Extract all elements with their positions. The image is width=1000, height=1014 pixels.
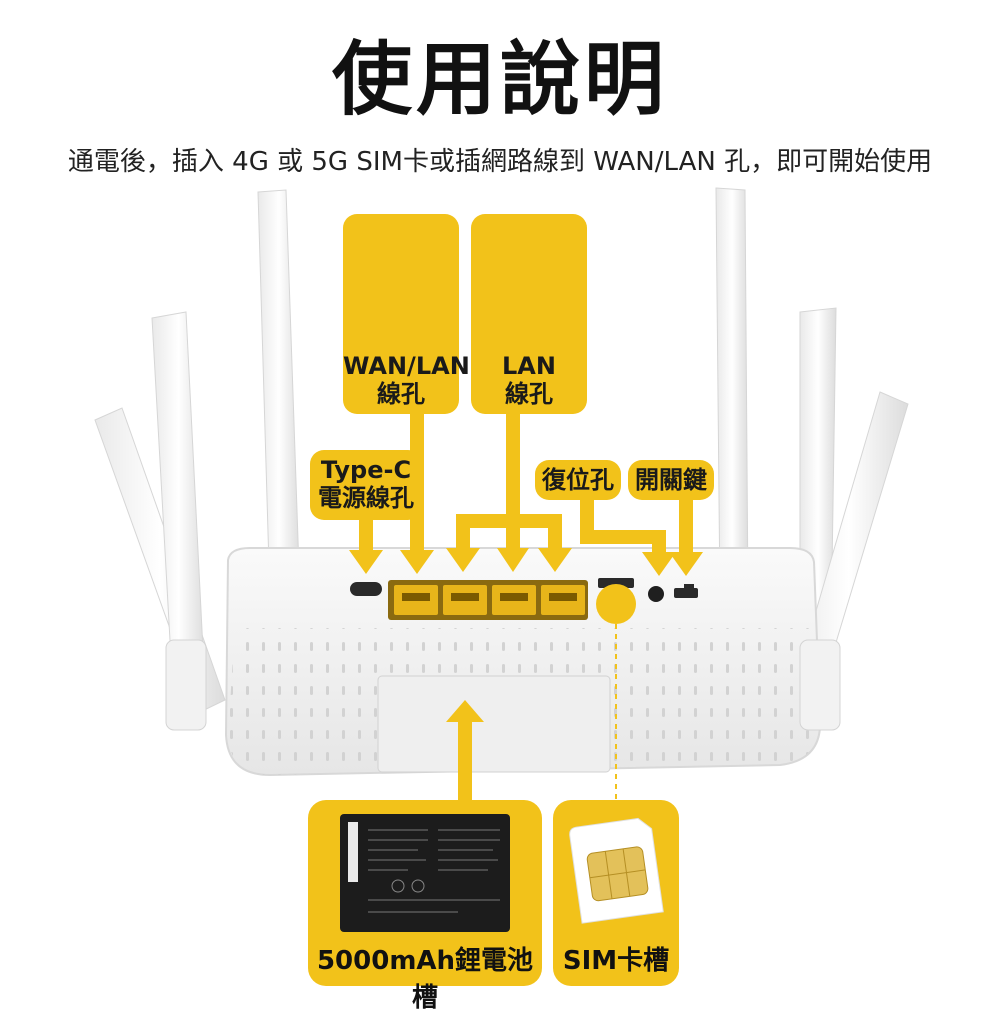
type-c-label-line1: Type-C bbox=[320, 456, 412, 484]
type-c-label-line2: 電源線孔 bbox=[318, 484, 414, 512]
sim-card-icon bbox=[569, 817, 664, 924]
lan-label-line1: LAN bbox=[502, 352, 556, 380]
sim-slot bbox=[596, 578, 636, 624]
power-label: 開關鍵 bbox=[628, 460, 714, 500]
sim-card-label: SIM卡槽 bbox=[562, 946, 670, 976]
lan-label-line2: 線孔 bbox=[505, 380, 553, 408]
wan-lan-label-line2: 線孔 bbox=[377, 380, 425, 408]
reset-label: 復位孔 bbox=[535, 460, 621, 500]
power-switch bbox=[674, 584, 698, 598]
wan-lan-label: WAN/LAN 線孔 bbox=[343, 214, 470, 414]
reset-hole bbox=[648, 586, 664, 602]
type-c-port bbox=[350, 582, 382, 596]
page-title: 使用說明 bbox=[332, 33, 668, 126]
sim-card: SIM卡槽 bbox=[553, 800, 679, 986]
ethernet-ports bbox=[388, 580, 588, 620]
battery-card-label: 5000mAh鋰電池槽 bbox=[316, 946, 534, 1013]
antenna-left-mid bbox=[151, 311, 206, 695]
router-body bbox=[224, 547, 822, 777]
antenna-left-inner bbox=[257, 189, 305, 601]
page-subtitle: 通電後，插入 4G 或 5G SIM卡或插網路線到 WAN/LAN 孔，即可開始… bbox=[67, 147, 933, 177]
battery-icon bbox=[340, 814, 510, 932]
battery-card: 5000mAh鋰電池槽 bbox=[308, 800, 542, 1013]
wan-lan-label-line1: WAN/LAN bbox=[343, 352, 470, 380]
type-c-label: Type-C 電源線孔 bbox=[310, 450, 422, 520]
antenna-right-inner bbox=[715, 187, 759, 601]
lan-label: LAN 線孔 bbox=[471, 214, 587, 414]
